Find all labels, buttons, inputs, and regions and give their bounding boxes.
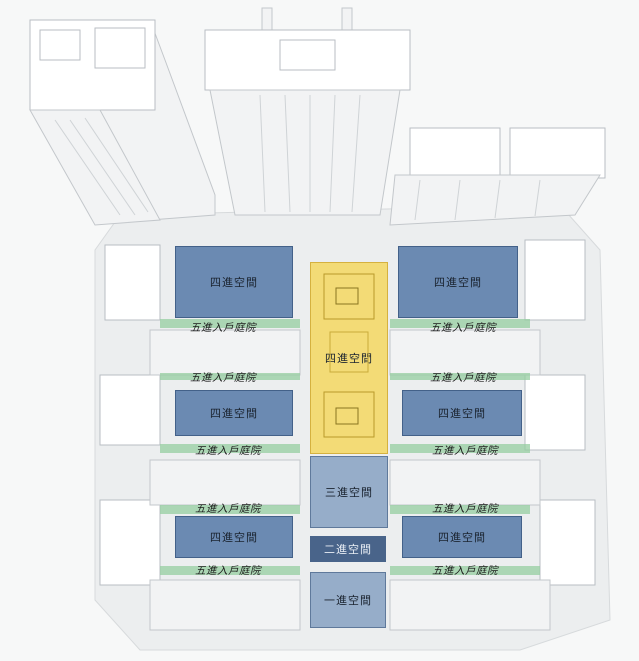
zone-four-space-mid-left: 四進空間 [175,390,293,436]
zone-label: 四進空間 [434,276,482,289]
zone-label: 四進空間 [438,531,486,544]
zone-label: 四進空間 [325,352,373,365]
zone-four-space-top-left: 四進空間 [175,246,293,318]
courtyard-strip-5-left [160,566,300,575]
zone-three-space: 三進空間 [310,456,388,528]
left-building-stacks [99,244,301,631]
courtyard-strip-2-right [390,373,530,380]
courtyard-label: 五進入戶庭院 [195,565,261,577]
zone-four-space-mid-right: 四進空間 [402,390,522,436]
zone-label: 二進空間 [324,543,372,556]
tower-top-left [29,19,216,226]
zone-label: 四進空間 [210,407,258,420]
courtyard-strip-3-left [160,444,300,453]
right-building-stacks [389,239,596,631]
zone-two-space: 二進空間 [310,536,386,562]
zone-label: 四進空間 [210,531,258,544]
central-pavilions [323,273,375,438]
courtyard-label: 五進入戶庭院 [430,372,496,384]
courtyard-label: 五進入戶庭院 [195,503,261,515]
zone-four-space-bottom-left: 四進空間 [175,516,293,558]
courtyard-label: 五進入戶庭院 [432,445,498,457]
zone-label: 四進空間 [210,276,258,289]
courtyard-strip-2-left [160,373,300,380]
zone-four-space-bottom-right: 四進空間 [402,516,522,558]
courtyard-strip-3-right [390,444,530,453]
courtyard-strip-5-right [390,566,540,575]
courtyard-label: 五進入戶庭院 [195,445,261,457]
courtyard-label: 五進入戶庭院 [190,322,256,334]
tower-top-center [204,7,411,216]
courtyard-label: 五進入戶庭院 [190,372,256,384]
courtyard-strip-4-right [390,505,530,514]
courtyard-label: 五進入戶庭院 [432,503,498,515]
zone-four-space-top-right: 四進空間 [398,246,518,318]
zone-one-space: 一進空間 [310,572,386,628]
zone-four-space-central-axis: 四進空間 [310,262,388,454]
courtyard-label: 五進入戶庭院 [432,565,498,577]
zone-label: 一進空間 [324,594,372,607]
tower-top-right [389,127,606,226]
zone-label: 四進空間 [438,407,486,420]
courtyard-strip-4-left [160,505,300,514]
zone-label: 三進空間 [325,486,373,499]
courtyard-strip-1-right [390,319,530,328]
courtyard-strip-1-left [160,319,300,328]
courtyard-label: 五進入戶庭院 [430,322,496,334]
